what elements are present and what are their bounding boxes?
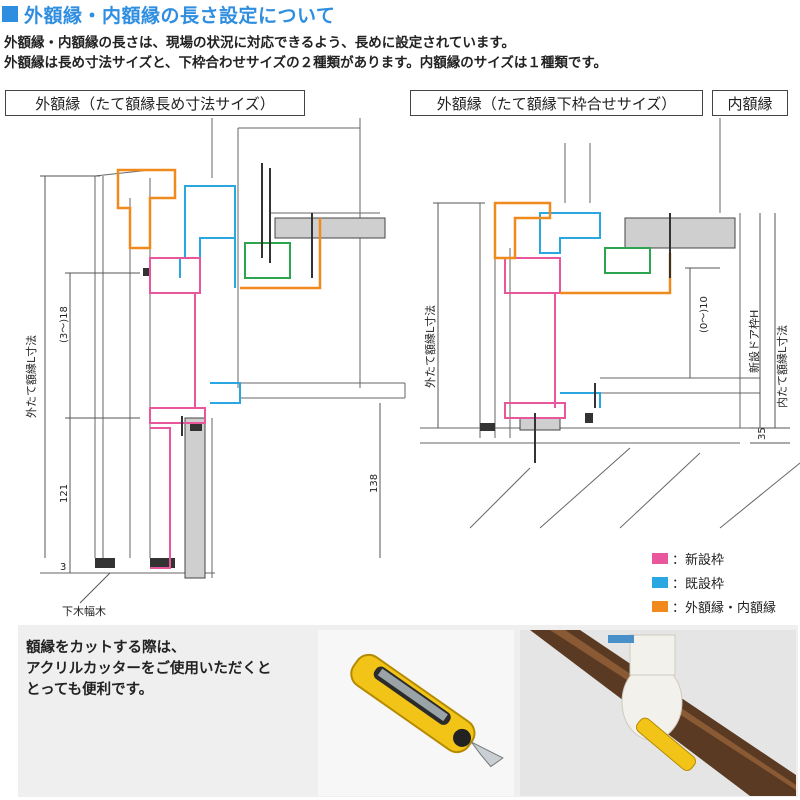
dim-3-18: (3〜)18 xyxy=(59,306,70,343)
page-header: 外額縁・内額縁の長さ設定について xyxy=(2,2,336,27)
dim-inner-L: 内たて額縁L寸法 xyxy=(775,325,789,408)
dim-0-10: (0〜)10 xyxy=(699,296,710,333)
page-title: 外額縁・内額縁の長さ設定について xyxy=(24,4,336,27)
panel-label-long-size: 外額縁（たて額縁長め寸法サイズ） xyxy=(5,90,305,116)
legend-swatch-existing-frame xyxy=(652,576,668,588)
acrylic-cutter-photo xyxy=(318,630,514,796)
dim-138: 138 xyxy=(369,474,380,493)
right-section-diagram: 外たて額縁L寸法 (0〜)10 新設ドア枠H 内たて額縁L寸法 35 xyxy=(420,118,800,529)
dim-3: 3 xyxy=(60,562,66,573)
legend-item-existing-frame: ：既設枠 xyxy=(652,570,776,594)
legend-label-existing-frame: ：既設枠 xyxy=(672,576,725,592)
title-square-icon xyxy=(2,6,18,22)
tip-line-3: とっても便利です。 xyxy=(26,682,154,698)
cutting-molding-photo xyxy=(520,630,796,796)
legend: ：新設枠 ：既設枠 ：外額縁・内額縁 xyxy=(652,546,776,618)
left-section-diagram: 外たて額縁L寸法 (3〜)18 121 138 3 下木幅木 xyxy=(24,118,406,618)
dim-door-H: 新設ドア枠H xyxy=(747,310,761,373)
legend-label-molding: ：外額縁・内額縁 xyxy=(672,600,777,616)
tip-line-2: アクリルカッターをご使用いただくと xyxy=(26,661,272,677)
intro-line-2: 外額縁は長め寸法サイズと、下枠合わせサイズの２種類があります。内額縁のサイズは１… xyxy=(4,55,608,71)
intro-line-1: 外額縁・内額縁の長さは、現場の状況に対応できるよう、長めに設定されています。 xyxy=(4,35,515,51)
panel-label-inner-molding: 内額縁 xyxy=(712,90,788,116)
callout-baseboard: 下木幅木 xyxy=(62,605,106,618)
dim-outer-L-right: 外たて額縁L寸法 xyxy=(423,305,437,388)
tip-text: 額縁をカットする際は、 アクリルカッターをご使用いただくと とっても便利です。 xyxy=(26,638,271,701)
dim-outer-L-left: 外たて額縁L寸法 xyxy=(24,335,38,418)
legend-item-new-frame: ：新設枠 xyxy=(652,546,776,570)
dim-35: 35 xyxy=(757,427,768,440)
tip-line-1: 額縁をカットする際は、 xyxy=(26,640,186,656)
legend-item-molding: ：外額縁・内額縁 xyxy=(652,594,776,618)
dim-121: 121 xyxy=(59,484,70,503)
legend-label-new-frame: ：新設枠 xyxy=(672,552,725,568)
legend-swatch-molding xyxy=(652,600,668,612)
legend-swatch-new-frame xyxy=(652,552,668,564)
panel-label-sill-size: 外額縁（たて額縁下枠合せサイズ） xyxy=(410,90,703,116)
